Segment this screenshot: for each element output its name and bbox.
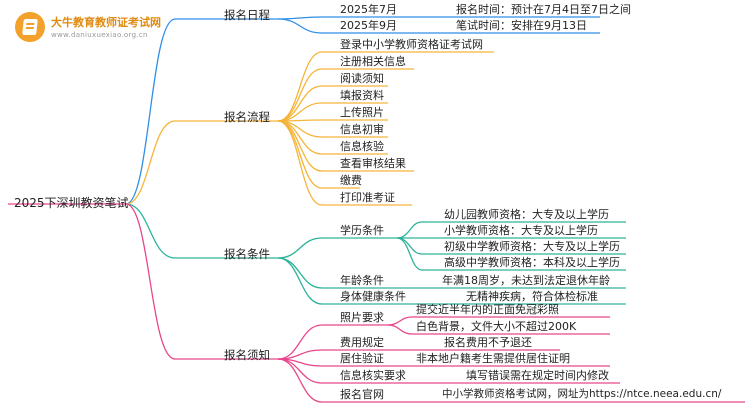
process-step: 查看审核结果 bbox=[340, 157, 406, 170]
note-site-label: 报名官网 bbox=[340, 388, 384, 401]
note-residence-detail: 非本地户籍考生需提供居住证明 bbox=[416, 352, 570, 365]
process-step: 缴费 bbox=[340, 174, 362, 187]
condition-education-label: 学历条件 bbox=[340, 224, 384, 237]
photo-requirement: 提交近半年内的正面免冠彩照 bbox=[416, 303, 559, 316]
process-step: 打印准考证 bbox=[340, 191, 395, 204]
note-site-detail[interactable]: 中小学教师资格考试网，网址为https://ntce.neea.edu.cn/ bbox=[442, 388, 722, 400]
connector-root-notes bbox=[125, 203, 215, 360]
connector-root-conditions bbox=[125, 203, 215, 259]
note-fee-label: 费用规定 bbox=[340, 336, 384, 349]
condition-health-label: 身体健康条件 bbox=[340, 290, 406, 303]
logo-title: 大牛教育教师证考试网 bbox=[51, 16, 161, 29]
root-topic: 2025下深圳教资笔试 bbox=[14, 196, 129, 210]
process-step: 登录中小学教师资格证考试网 bbox=[340, 38, 483, 51]
connector-root-schedule bbox=[125, 18, 215, 205]
schedule-item-detail: 笔试时间：安排在9月13日 bbox=[456, 19, 587, 32]
process-step: 填报资料 bbox=[340, 89, 384, 102]
schedule-item-label: 2025年9月 bbox=[340, 19, 397, 32]
condition-age-detail: 年满18周岁，未达到法定退休年龄 bbox=[442, 274, 610, 287]
category-process: 报名流程 bbox=[224, 110, 270, 124]
logo-url: www.daniuxuexiao.org.cn bbox=[51, 31, 148, 39]
category-schedule: 报名日程 bbox=[224, 8, 270, 22]
education-item: 幼儿园教师资格：大专及以上学历 bbox=[444, 208, 609, 221]
process-step: 信息核验 bbox=[340, 140, 384, 153]
connector-root-process bbox=[125, 120, 215, 205]
note-photo-label: 照片要求 bbox=[340, 311, 384, 324]
education-item: 小学教师资格：大专及以上学历 bbox=[444, 224, 598, 237]
note-verify-detail: 填写错误需在规定时间内修改 bbox=[466, 369, 609, 382]
site-logo: 大牛教育教师证考试网 www.daniuxuexiao.org.cn bbox=[15, 6, 165, 46]
process-step: 阅读须知 bbox=[340, 72, 384, 85]
process-step: 注册相关信息 bbox=[340, 55, 406, 68]
process-step: 上传照片 bbox=[340, 106, 384, 119]
category-conditions: 报名条件 bbox=[224, 247, 270, 261]
note-verify-label: 信息核实要求 bbox=[340, 369, 406, 382]
category-notes: 报名须知 bbox=[224, 348, 270, 362]
education-item: 初级中学教师资格：大专及以上学历 bbox=[444, 240, 620, 253]
note-fee-detail: 报名费用不予退还 bbox=[444, 336, 532, 349]
photo-requirement: 白色背景，文件大小不超过200K bbox=[416, 320, 577, 333]
process-step: 信息初审 bbox=[340, 123, 384, 136]
condition-age-label: 年龄条件 bbox=[340, 274, 384, 287]
schedule-item-label: 2025年7月 bbox=[340, 3, 397, 16]
schedule-item-detail: 报名时间：预计在7月4日至7日之间 bbox=[456, 3, 631, 16]
note-residence-label: 居住验证 bbox=[340, 352, 384, 365]
education-item: 高级中学教师资格：本科及以上学历 bbox=[444, 256, 620, 269]
book-icon bbox=[15, 12, 45, 42]
condition-health-detail: 无精神疾病，符合体检标准 bbox=[466, 290, 598, 303]
